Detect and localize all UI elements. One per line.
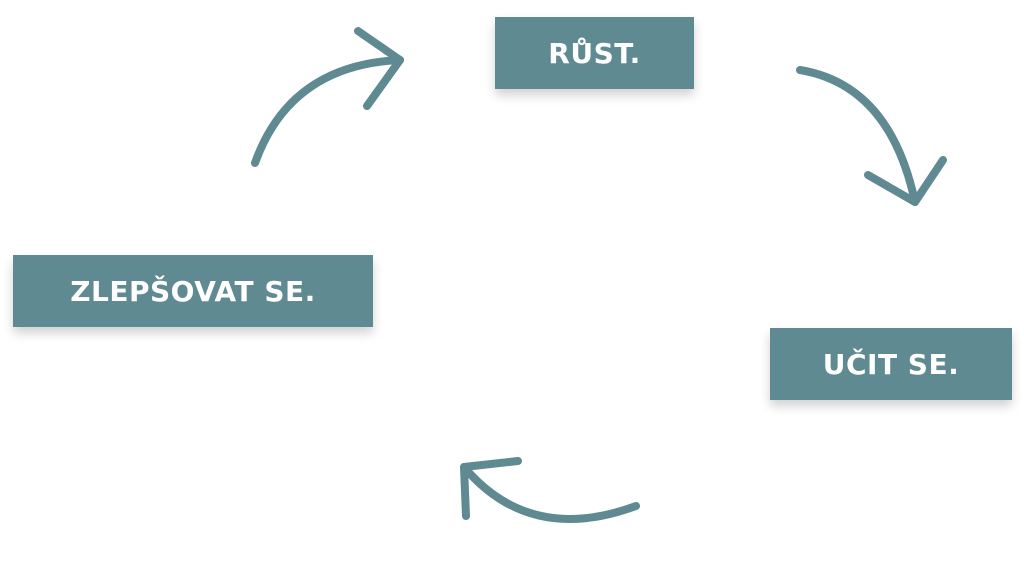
step-label-improve: ZLEPŠOVAT SE. [70,274,316,308]
arrow-bottom-icon [460,457,640,523]
step-label-learn: UČIT SE. [822,347,960,381]
step-label-grow: RŮST. [548,36,641,70]
step-box-grow: RŮST. [495,17,694,89]
arrow-top-left-shaft [251,56,404,167]
arrow-top-right-icon [796,66,947,206]
step-box-improve: ZLEPŠOVAT SE. [13,255,373,327]
step-box-learn: UČIT SE. [770,328,1012,400]
arrow-top-left-head [354,27,404,110]
arrow-top-left-icon [251,27,404,167]
arrow-bottom-shaft [460,463,640,523]
arrow-bottom-head [460,457,522,520]
arrow-top-right-shaft [796,66,919,206]
arrow-top-right-head [864,156,947,206]
